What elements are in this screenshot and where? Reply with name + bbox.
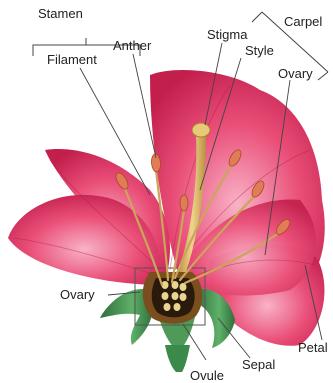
label-stigma: Stigma — [207, 27, 248, 42]
label-petal: Petal — [298, 340, 328, 355]
label-carpel: Carpel — [284, 14, 322, 29]
label-stamen: Stamen — [38, 6, 83, 21]
stigma — [192, 123, 210, 137]
label-ovule: Ovule — [190, 368, 224, 383]
label-ovary-left: Ovary — [60, 287, 95, 302]
label-anther: Anther — [113, 38, 152, 53]
label-style: Style — [245, 43, 274, 58]
label-sepal: Sepal — [242, 357, 275, 372]
label-filament: Filament — [47, 52, 97, 67]
label-ovary-top: Ovary — [278, 66, 313, 81]
